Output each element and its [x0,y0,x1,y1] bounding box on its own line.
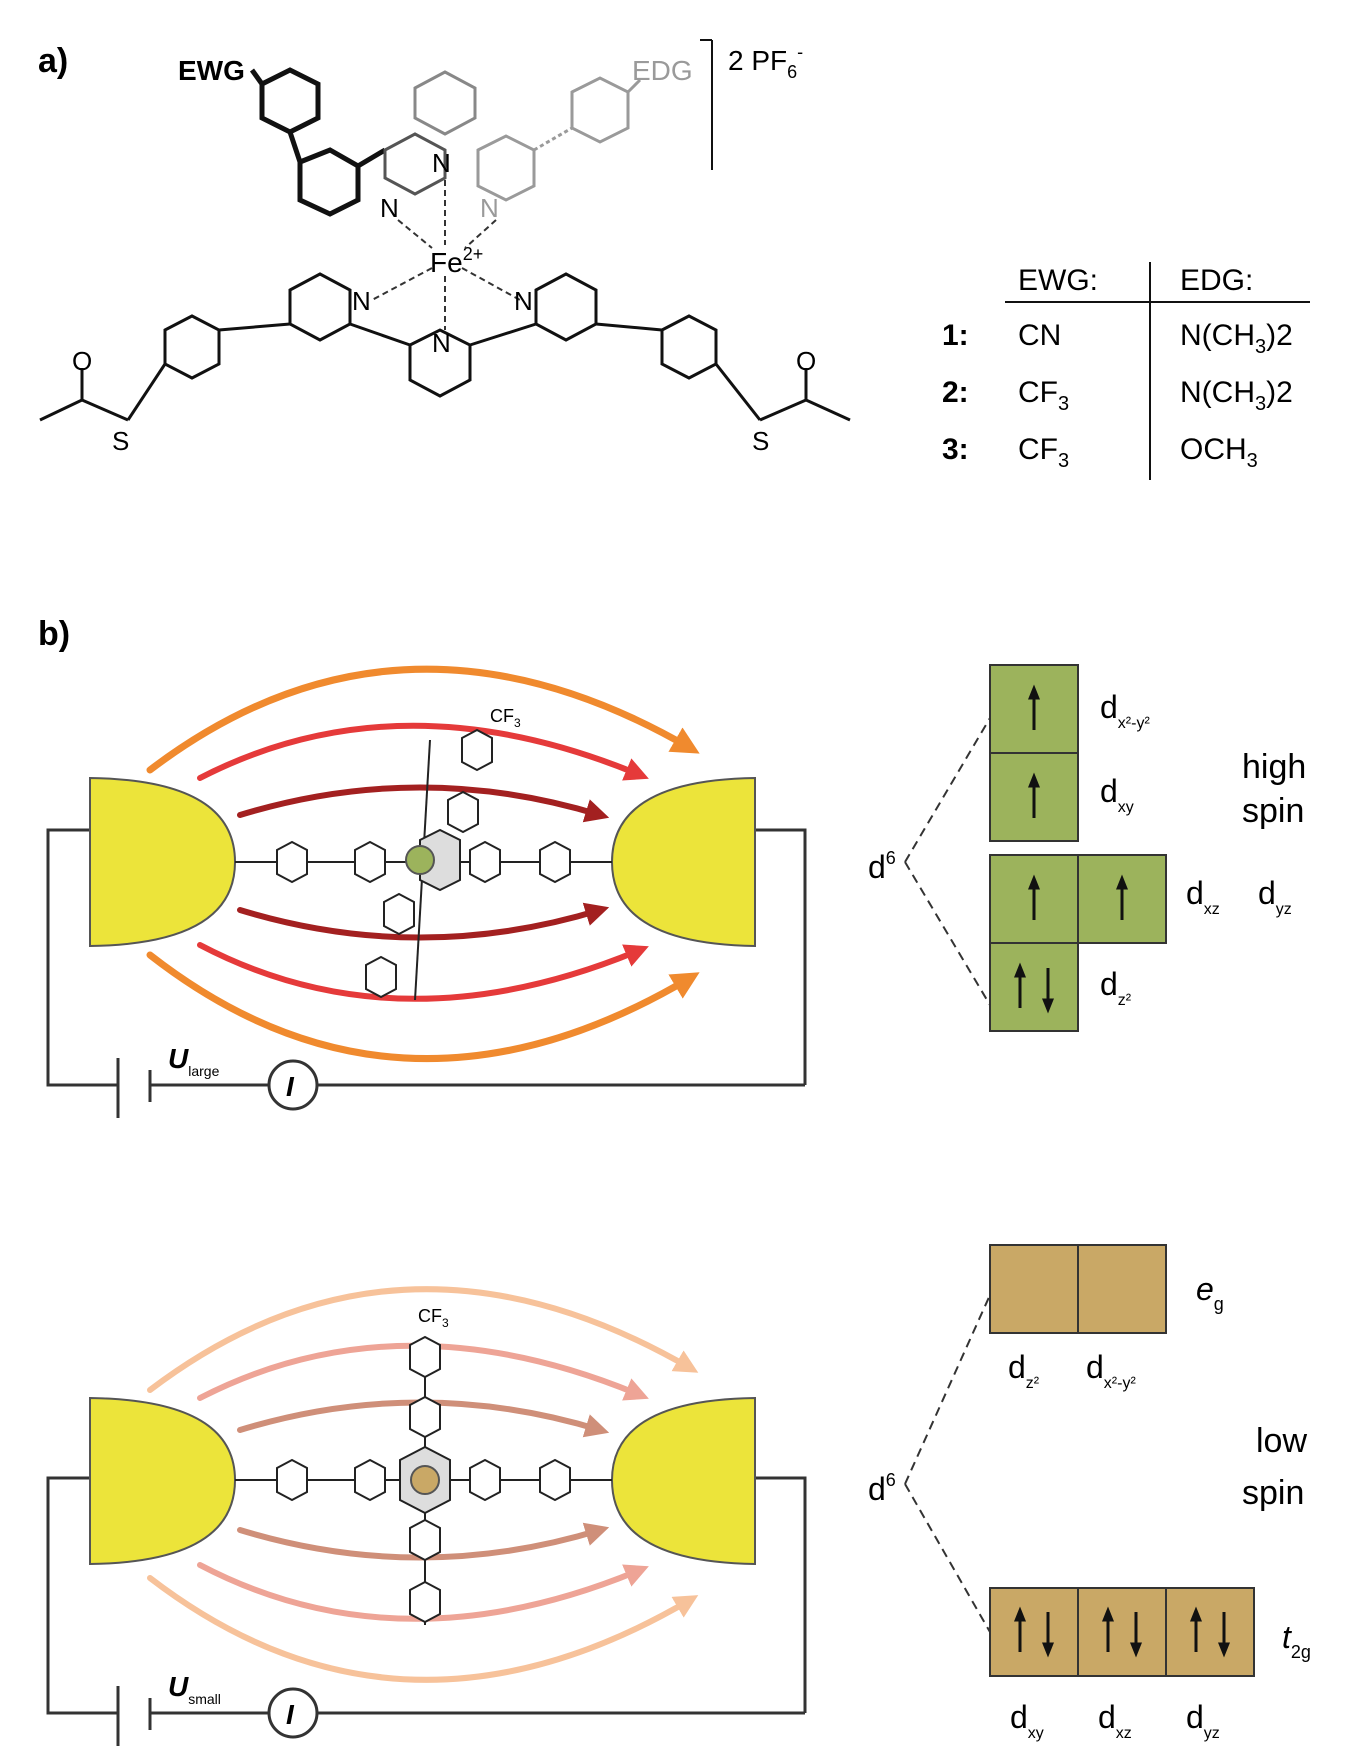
orbital-box-dx2y2-low [1077,1244,1167,1334]
label-dyz-high: dyz [1258,875,1292,918]
table-row-1-ewg: CN [1018,319,1061,352]
upper-ligand-center [383,70,477,196]
upper-ligand-edg [476,76,642,202]
arrow-high-outer-top [146,665,700,774]
arrow-low-outer-bot [147,1575,699,1683]
arrow-low-outer-top [147,1286,699,1393]
spin-label-high-2: spin [1242,792,1304,830]
circuit-low [46,1476,807,1746]
label-dz2-low: dz² [1008,1349,1040,1392]
n-atom-6: N [514,286,533,316]
label-dx2y2-low: dx²-y² [1086,1349,1136,1392]
table-row-3-ewg: CF3 [1018,433,1069,472]
substituent-cf3-low: CF3 [418,1306,449,1330]
transport-arrows-low [147,1286,699,1683]
label-dyz-low: dyz [1186,1699,1220,1742]
n-atom-3: N [480,193,499,223]
spin-label-high-1: high [1242,748,1306,786]
arrow-low-mid-bot [197,1562,649,1622]
arrow-high-outer-bot [146,951,700,1063]
o-atom-left: O [72,346,92,376]
panel-a: a) EWG EDG 2 PF6- N N N Fe2+ [38,39,1310,480]
ewg-label: EWG [178,55,245,86]
metal-fe: Fe2+ [430,244,483,278]
n-atom-1: N [380,193,399,223]
circuit-high [46,828,807,1118]
label-dx2y2-high: dx²-y² [1100,689,1150,732]
table-row-2-ewg: CF3 [1018,376,1069,415]
table-row-3-edg: OCH3 [1180,433,1258,472]
electron-arrows-low [1014,1606,1230,1658]
panel-a-label: a) [38,42,68,80]
arrow-high-inner-bot [237,902,610,941]
label-dxz-high: dxz [1186,875,1220,918]
coordination-bonds [371,180,521,330]
lower-ligand [39,272,851,422]
counterion: 2 PF6- [728,42,803,82]
n-atom-4: N [352,286,371,316]
table-header-edg: EDG: [1180,264,1253,297]
label-dxz-low: dxz [1098,1699,1132,1742]
s-atom-left: S [112,426,129,456]
junction-low-spin: I Usmall CF3 d6 [46,1244,1311,1746]
electrode-right-low [610,1396,756,1566]
upper-ligand-ewg [249,67,387,217]
d6-low: d6 [868,1470,896,1507]
edg-label: EDG [632,55,693,86]
table-row-1-edg: N(CH3)2 [1180,319,1293,358]
electrode-left-high [89,776,237,948]
metal-center-low [410,1465,440,1495]
substituent-table: EWG: EDG: 1: CN N(CH3)2 2: CF3 N(CH3)2 3… [942,262,1310,480]
ammeter-low-label: I [286,1699,295,1730]
substituent-cf3-high: CF3 [490,706,521,730]
orbital-diagram-low: d6 eg dz² dx²-y² low spin t2g dxy [868,1244,1311,1742]
arrow-high-inner-top [237,784,610,823]
orbital-box-dxy-low [989,1587,1079,1677]
n-atom-2: N [432,148,451,178]
label-dz2-high: dz² [1100,966,1132,1009]
spin-label-low-1: low [1256,1422,1307,1460]
ammeter-high [267,1059,319,1111]
spin-label-low-2: spin [1242,1474,1304,1512]
orbital-box-dz2-low [989,1244,1079,1334]
electrode-left-low [89,1396,237,1566]
orbital-diagram-high: d6 dx²-y² dxy dxz dyz dz² high spin [868,664,1306,1032]
n-atom-5: N [432,328,451,358]
transport-arrows-high [146,665,700,1063]
voltage-low-label: Usmall [168,1671,221,1707]
s-atom-right: S [752,426,769,456]
label-dxy-high: dxy [1100,773,1134,816]
orbital-box-dz2-high [989,942,1079,1032]
d6-high: d6 [868,848,896,885]
label-eg: eg [1196,1271,1224,1314]
electron-arrows-high [1014,684,1128,1014]
table-row-3-num: 3: [942,433,969,466]
table-row-1-num: 1: [942,319,969,352]
electrode-right-high [610,776,756,948]
molecule-low-spin [235,1335,612,1625]
orbital-box-dxz-low [1077,1587,1167,1677]
table-row-2-edg: N(CH3)2 [1180,376,1293,415]
junction-high-spin: I Ularge CF3 [46,664,1306,1118]
ammeter-high-label: I [286,1071,295,1102]
label-t2g: t2g [1282,1619,1311,1662]
orbital-box-dyz-low [1165,1587,1255,1677]
arrow-high-mid-bot [197,942,649,1002]
voltage-high-label: Ularge [168,1043,220,1079]
metal-center-high [405,845,435,875]
label-dxy-low: dxy [1010,1699,1044,1742]
panel-b-label: b) [38,615,70,653]
arrow-high-mid-top [197,722,649,781]
table-row-2-num: 2: [942,376,969,409]
o-atom-right: O [796,346,816,376]
ammeter-low [267,1687,319,1739]
table-header-ewg: EWG: [1018,264,1098,297]
molecule-high-spin [235,728,612,1001]
